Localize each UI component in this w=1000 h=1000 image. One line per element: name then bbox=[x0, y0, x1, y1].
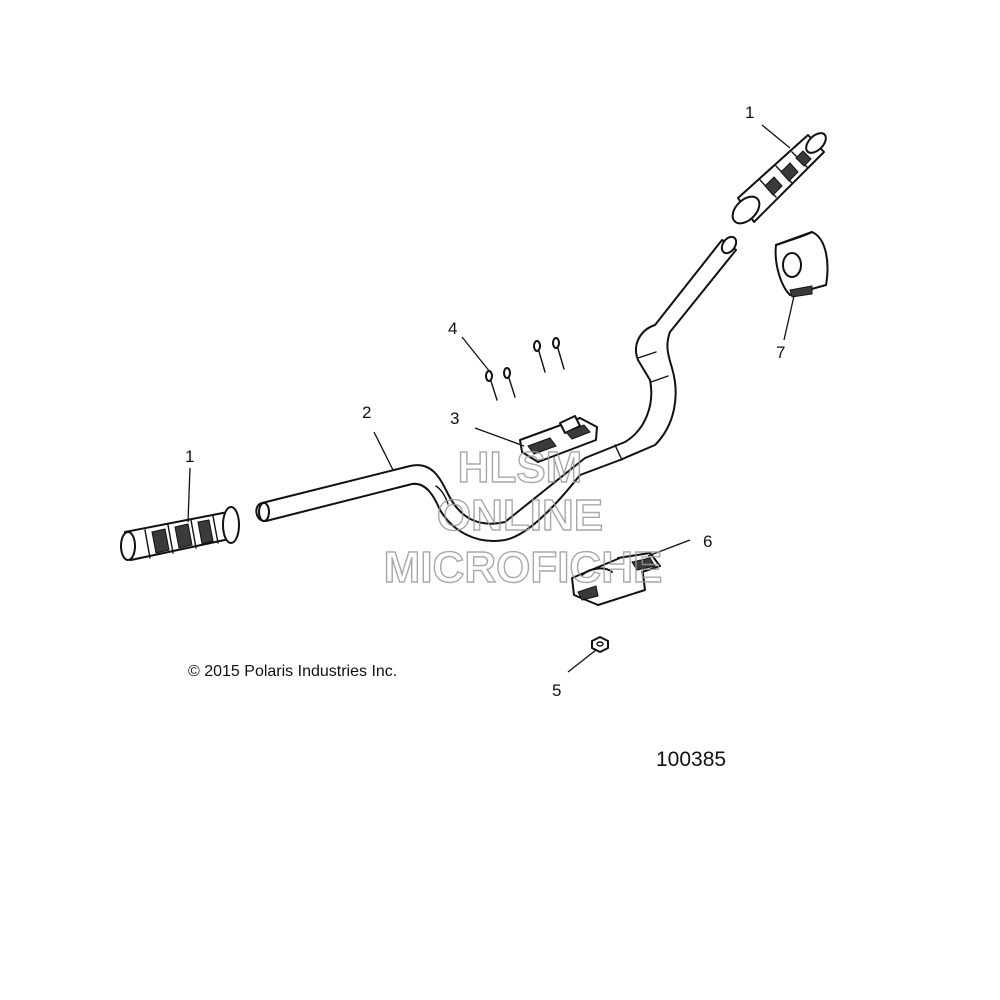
bolt bbox=[485, 370, 498, 401]
watermark-line-1: HLSM bbox=[458, 443, 583, 492]
leader-2 bbox=[373, 431, 394, 471]
watermark-line-3: MICROFICHE bbox=[384, 543, 663, 592]
leader-5 bbox=[567, 649, 597, 673]
nut bbox=[591, 636, 609, 653]
leader-1-left bbox=[187, 467, 191, 523]
leader-4 bbox=[461, 336, 491, 373]
callout-7: 7 bbox=[776, 343, 785, 362]
callouts: 1 1 2 3 4 5 6 7 bbox=[185, 103, 785, 700]
bolt bbox=[533, 340, 546, 373]
grip-left bbox=[120, 506, 240, 561]
figure-number: 100385 bbox=[656, 748, 726, 771]
callout-2: 2 bbox=[362, 403, 371, 422]
callout-4: 4 bbox=[448, 319, 457, 338]
control-housing bbox=[774, 231, 829, 298]
bolt bbox=[503, 367, 516, 398]
upper-clamp bbox=[519, 415, 598, 463]
clamp-bolts bbox=[485, 337, 565, 401]
leader-lines bbox=[187, 124, 795, 673]
callout-6: 6 bbox=[703, 532, 712, 551]
callout-1-right: 1 bbox=[745, 103, 754, 122]
copyright-notice: © 2015 Polaris Industries Inc. bbox=[188, 663, 397, 680]
watermark: HLSM ONLINE MICROFICHE bbox=[383, 442, 663, 592]
handlebar bbox=[255, 235, 738, 542]
grip-right bbox=[731, 132, 827, 225]
leader-3 bbox=[474, 427, 525, 447]
leader-7 bbox=[783, 295, 795, 341]
callout-1-left: 1 bbox=[185, 447, 194, 466]
bolt bbox=[552, 337, 565, 370]
callout-3: 3 bbox=[450, 409, 459, 428]
callout-5: 5 bbox=[552, 681, 561, 700]
leader-6 bbox=[647, 539, 691, 557]
watermark-line-2: ONLINE bbox=[437, 491, 603, 540]
lower-clamp bbox=[571, 552, 661, 606]
leader-1-right bbox=[761, 124, 791, 149]
